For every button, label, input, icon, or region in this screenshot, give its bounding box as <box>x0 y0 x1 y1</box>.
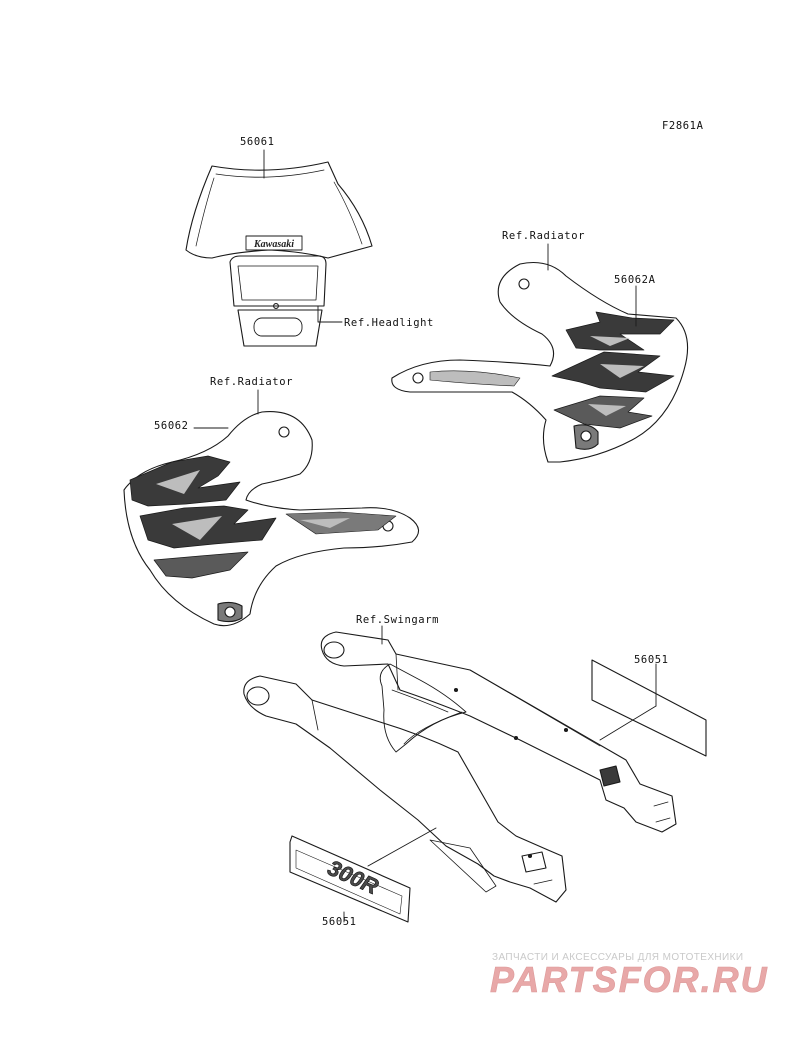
watermark-tagline: ЗАПЧАСТИ И АКСЕССУАРЫ ДЛЯ МОТОТЕХНИКИ <box>492 952 744 963</box>
watermark-logo: PARTSFOR.RU <box>490 960 769 1000</box>
part-number-56062a: 56062A <box>614 274 656 286</box>
leader-line-ref-headlight <box>317 305 343 323</box>
leader-line-56051-upper-branch <box>599 705 657 741</box>
ref-radiator-right-label: Ref.Radiator <box>502 230 586 242</box>
part-number-56051-upper: 56051 <box>634 654 669 666</box>
swingarm-decal-lower <box>289 835 411 923</box>
headlight-logo-text: Kawasaki <box>253 239 294 250</box>
swingarm-decal-upper <box>591 659 707 757</box>
right-radiator-shroud <box>391 261 689 463</box>
headlight-cover <box>185 161 373 347</box>
ref-swingarm-label: Ref.Swingarm <box>356 614 440 626</box>
ref-headlight-label: Ref.Headlight <box>344 317 434 329</box>
watermark-logo-text: PARTSFOR.RU <box>490 960 769 1000</box>
leader-line-56051-lower <box>367 827 437 867</box>
diagram-code: F2861A <box>662 120 704 132</box>
part-number-56061: 56061 <box>240 136 275 148</box>
left-radiator-shroud <box>123 411 420 627</box>
part-number-56051-lower: 56051 <box>322 916 357 928</box>
lower-decal-text: 300R <box>324 855 382 899</box>
ref-radiator-left-label: Ref.Radiator <box>210 376 294 388</box>
swingarm <box>243 631 677 903</box>
leader-lines <box>193 149 657 923</box>
part-number-56062: 56062 <box>154 420 189 432</box>
